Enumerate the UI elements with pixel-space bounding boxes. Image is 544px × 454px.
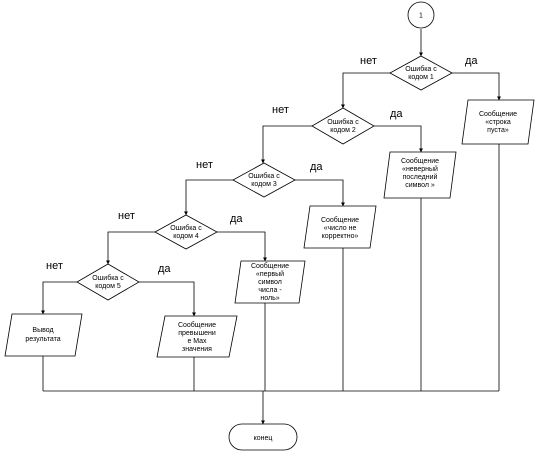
message-wrong-last-symbol: Сообщение «неверный последний символ » <box>383 151 457 199</box>
d5-no-label: нет <box>46 260 63 272</box>
arrow-d2-yes <box>374 125 423 153</box>
svg-text:«число не: «число не <box>324 225 357 232</box>
decision-4: Ошибка с кодом 4 <box>154 214 218 250</box>
svg-text:кодом 3: кодом 3 <box>251 181 277 188</box>
d2-yes-label: да <box>390 108 403 120</box>
end-terminator: конец <box>228 423 298 451</box>
svg-text:Ошибка с: Ошибка с <box>405 65 437 73</box>
d4-no-label: нет <box>118 210 135 222</box>
decision-1: Ошибка с кодом 1 <box>389 55 453 91</box>
decision-2: Ошибка с кодом 2 <box>311 107 375 145</box>
arrow-d2-no <box>261 125 312 164</box>
svg-text:кодом 2: кодом 2 <box>330 127 356 134</box>
svg-text:символ »: символ » <box>405 182 435 189</box>
arrow-d5-yes <box>139 281 196 317</box>
decision-5: Ошибка с кодом 5 <box>76 263 140 301</box>
message-max-exceeded: Сообщение превышени е Max значения <box>156 315 238 358</box>
end-label: конец <box>254 435 273 442</box>
svg-text:«первый: «первый <box>256 270 284 278</box>
svg-text:«строка: «строка <box>485 119 511 126</box>
decision-3: Ошибка с кодом 3 <box>232 162 296 198</box>
svg-text:числа -: числа - <box>258 287 282 294</box>
svg-text:Сообщение: Сообщение <box>251 262 289 270</box>
svg-text:результата: результата <box>25 336 60 343</box>
output-result: Вывод результата <box>4 313 83 357</box>
d2-no-label: нет <box>272 104 289 116</box>
arrow-d3-yes <box>295 179 345 207</box>
arrow-d1-no <box>341 72 390 109</box>
message-number-incorrect: Сообщение «число не корректно» <box>303 205 377 249</box>
svg-text:кодом 1: кодом 1 <box>408 74 434 81</box>
svg-text:корректно»: корректно» <box>322 233 359 240</box>
connectors <box>41 29 501 425</box>
svg-text:кодом 5: кодом 5 <box>95 283 121 290</box>
svg-text:Ошибка с: Ошибка с <box>170 224 202 232</box>
start-connector: 1 <box>407 1 435 29</box>
message-first-symbol-zero: Сообщение «первый символ числа - ноль» <box>234 260 306 304</box>
svg-text:значения: значения <box>182 346 212 353</box>
svg-text:Ошибка с: Ошибка с <box>92 274 124 282</box>
start-label: 1 <box>419 13 423 20</box>
arrow-d4-yes <box>217 231 267 262</box>
svg-text:Сообщение: Сообщение <box>321 216 359 224</box>
message-empty-string: Сообщение «строка пуста» <box>461 99 535 145</box>
arrow-d3-no <box>184 179 233 216</box>
svg-text:Сообщение: Сообщение <box>401 157 439 165</box>
d1-no-label: нет <box>360 55 377 67</box>
svg-text:Сообщение: Сообщение <box>178 321 216 329</box>
svg-text:Сообщение: Сообщение <box>479 110 517 118</box>
svg-text:пуста»: пуста» <box>487 127 509 134</box>
svg-text:Ошибка с: Ошибка с <box>248 172 280 180</box>
arrow-d1-yes <box>452 72 501 101</box>
d3-yes-label: да <box>310 161 323 173</box>
svg-text:символ: символ <box>258 279 282 286</box>
arrow-d4-no <box>106 231 155 265</box>
d4-yes-label: да <box>230 213 243 225</box>
svg-text:превышени: превышени <box>178 330 216 337</box>
svg-text:Вывод: Вывод <box>32 327 53 334</box>
svg-text:«неверный: «неверный <box>402 165 438 173</box>
svg-text:е Max: е Max <box>187 338 207 345</box>
svg-text:ноль»: ноль» <box>260 295 279 302</box>
svg-text:последний: последний <box>403 173 438 181</box>
arrow-d5-no <box>41 281 77 315</box>
d5-yes-label: да <box>158 263 171 275</box>
d3-no-label: нет <box>196 159 213 171</box>
svg-text:Ошибка с: Ошибка с <box>327 118 359 126</box>
svg-text:кодом 4: кодом 4 <box>173 233 199 240</box>
d1-yes-label: да <box>465 55 478 67</box>
